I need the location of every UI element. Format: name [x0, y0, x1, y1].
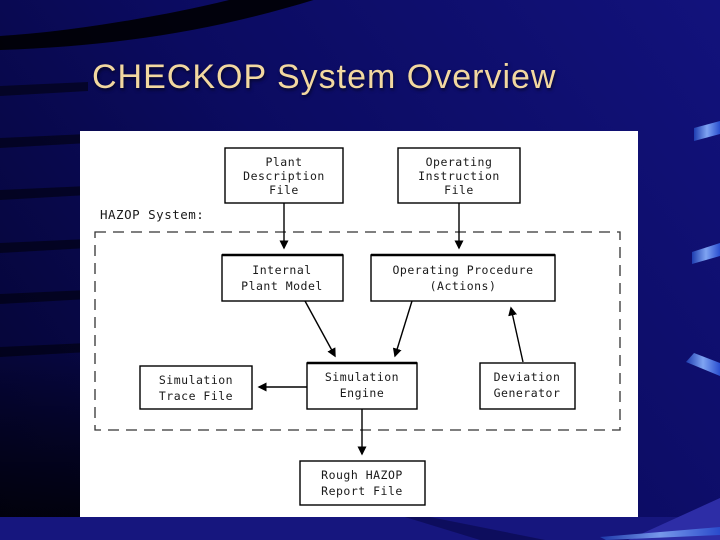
- top-curve-band: [0, 0, 314, 50]
- node-rough-hazop-report-file: Rough HAZOP Report File: [299, 460, 426, 506]
- bottom-band-shadow: [405, 517, 545, 540]
- node-label-line: Instruction: [418, 169, 500, 183]
- left-stripes: [0, 82, 88, 357]
- node-label-line: Operating: [426, 155, 493, 169]
- node-label-line: (Actions): [430, 279, 497, 293]
- edge-model-to-engine: [304, 300, 336, 358]
- node-label-line: Generator: [494, 386, 561, 400]
- edge-devgen-to-opproc: [508, 306, 524, 363]
- hazop-system-boundary: [94, 231, 621, 431]
- node-label-line: Simulation: [159, 373, 233, 387]
- right-ribbon-1: [694, 121, 720, 141]
- right-ribbon-3: [686, 353, 720, 376]
- node-deviation-generator: Deviation Generator: [479, 362, 576, 410]
- bottom-right-ribbon: [600, 527, 720, 540]
- node-label-line: Plant: [265, 155, 302, 169]
- node-label-line: Description: [243, 169, 325, 183]
- node-internal-plant-model: Internal Plant Model: [221, 253, 344, 302]
- flowchart: HAZOP System: Plant Description File Ope…: [94, 147, 621, 506]
- node-label-line: Trace File: [159, 389, 233, 403]
- node-simulation-trace-file: Simulation Trace File: [139, 365, 253, 410]
- node-label-line: Internal: [252, 263, 311, 277]
- node-label-line: File: [444, 183, 474, 197]
- node-plant-description-file: Plant Description File: [224, 147, 344, 204]
- node-label-line: Rough HAZOP: [321, 468, 403, 482]
- bottom-left-fade: [0, 350, 80, 540]
- diagram-panel: HAZOP System: Plant Description File Ope…: [80, 131, 638, 517]
- node-label-line: Simulation: [325, 370, 399, 384]
- edges: [257, 203, 524, 456]
- node-label-line: Engine: [340, 386, 385, 400]
- bottom-band: [0, 517, 720, 540]
- hazop-system-label: HAZOP System:: [100, 207, 204, 222]
- node-label-line: Report File: [321, 484, 403, 498]
- node-label-line: File: [269, 183, 299, 197]
- node-operating-instruction-file: Operating Instruction File: [397, 147, 521, 204]
- right-ribbon-2: [692, 243, 720, 264]
- node-label-line: Operating Procedure: [392, 263, 533, 277]
- node-label-line: Plant Model: [241, 279, 323, 293]
- node-label-line: Deviation: [494, 370, 561, 384]
- slide-title: CHECKOP System Overview: [92, 58, 557, 96]
- right-ribbons: [686, 121, 720, 376]
- edge-opproc-to-engine: [392, 300, 413, 358]
- node-operating-procedure: Operating Procedure (Actions): [370, 253, 556, 302]
- node-simulation-engine: Simulation Engine: [306, 361, 418, 410]
